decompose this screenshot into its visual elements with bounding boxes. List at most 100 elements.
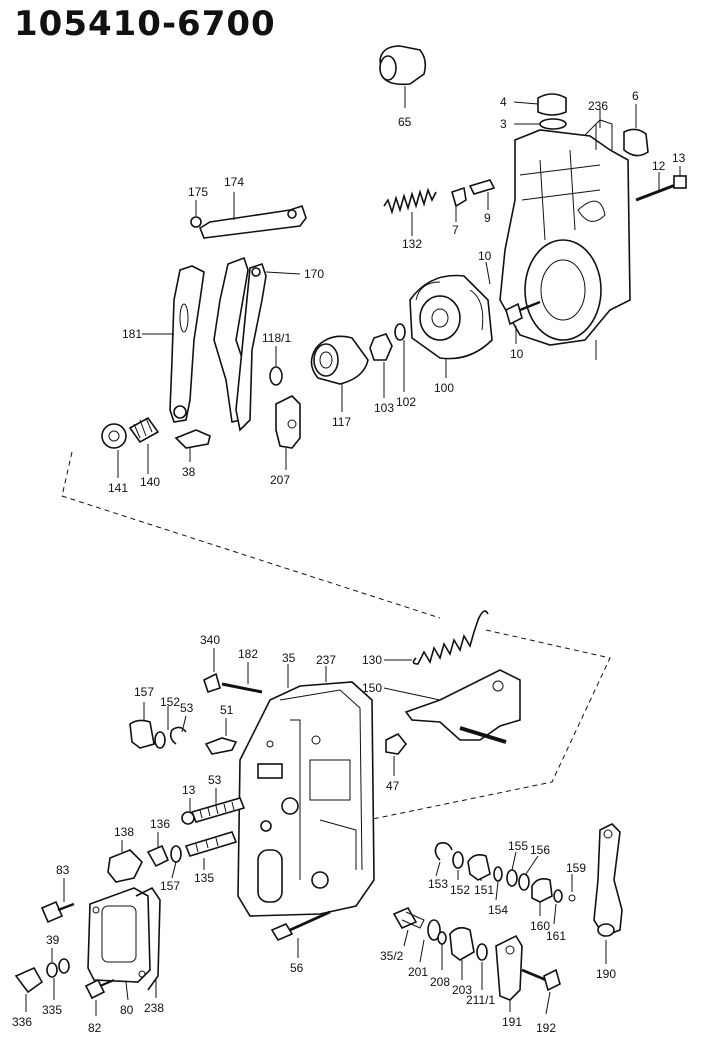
callout-53-lower: 53 [208,773,222,787]
callout-117: 117 [332,415,351,429]
callout-13-upper: 13 [672,151,686,165]
part-155-washer [506,851,518,887]
part-191-bracket [495,934,523,1012]
callout-156: 156 [530,843,550,857]
callout-132: 132 [402,237,422,251]
callout-170: 170 [304,267,324,281]
part-153-clip [434,842,453,877]
callout-238: 238 [144,1001,164,1015]
callout-155: 155 [508,839,528,853]
part-6-plug [623,104,649,157]
callout-151: 151 [474,883,494,897]
part-160-sleeve [531,878,553,916]
part-117-sleeve [310,335,369,412]
callout-157-lower: 157 [160,879,180,893]
part-39-washer [46,948,58,978]
part-65-sleeve [379,45,427,108]
part-47-bolt [385,732,408,776]
part-208-bush [437,931,447,970]
callout-10-upper: 10 [478,249,492,263]
callout-160: 160 [530,919,550,933]
part-13-nut-lower [181,798,195,825]
part-80-cover-plate [87,887,151,1001]
callout-47: 47 [386,779,400,793]
callout-56: 56 [290,961,304,975]
callout-190: 190 [596,967,616,981]
callout-102: 102 [396,395,416,409]
callout-65: 65 [398,115,412,129]
part-174-lever [199,192,307,239]
callout-35: 35 [282,651,296,665]
part-35-2-screw [392,906,425,947]
callout-174: 174 [224,175,244,189]
part-102-washer [394,323,406,392]
alignment-guide-line [61,451,611,821]
callout-191: 191 [502,1015,522,1029]
callout-51: 51 [220,703,234,717]
part-211-1-washer [476,943,488,990]
callout-118-1: 118/1 [262,331,291,345]
governor-housing [499,119,631,360]
part-83-bolt [40,878,75,924]
part-152-washer-upper [154,706,169,749]
callout-153: 153 [428,877,448,891]
part-156-washer [518,855,539,891]
part-151-sleeve [467,854,491,881]
part-190-lever [593,823,623,964]
callout-103: 103 [374,401,394,415]
callout-340: 340 [200,633,220,647]
callout-3: 3 [500,117,507,131]
callout-336: 336 [12,1015,32,1029]
part-203-sleeve [449,926,475,980]
part-135-screw [184,831,238,870]
governor-cover-housing [237,681,375,917]
part-12-bolt [635,172,679,202]
part-335-washer [53,958,70,1000]
callout-80: 80 [120,1003,134,1017]
part-56-screw [270,910,331,958]
callout-83: 83 [56,863,70,877]
part-10-bolt [505,300,541,344]
callout-38: 38 [182,465,196,479]
part-38-bolt [174,429,211,462]
callout-203: 203 [452,983,472,997]
callout-161: 161 [546,929,566,943]
callout-150: 150 [362,681,382,695]
part-152-washer-lower [452,851,464,880]
callout-181: 181 [122,327,142,341]
callout-4: 4 [500,95,507,109]
callout-208: 208 [430,975,450,989]
callout-136: 136 [150,817,170,831]
part-192-bolt [521,968,561,1015]
part-336-nut [14,966,44,1012]
callout-236: 236 [588,99,608,113]
callout-12: 12 [652,159,666,173]
part-182-pin [221,662,263,694]
part-181-lever [142,265,205,423]
callout-237: 237 [316,653,336,667]
callout-201: 201 [408,965,428,979]
part-53-adjust-screw [190,788,246,823]
callout-138: 138 [114,825,134,839]
callout-100: 100 [434,381,454,395]
part-13-nut [673,166,687,189]
part-207-bracket [275,395,301,470]
callout-13-lower: 13 [182,783,196,797]
part-157-plug-lower [170,845,182,879]
part-51-screw [204,718,238,755]
callout-175: 175 [188,185,208,199]
callout-135: 135 [194,871,214,885]
part-100-flyweight [409,274,493,378]
callout-192: 192 [536,1021,556,1035]
callout-7: 7 [452,223,459,237]
part-130-spring [384,610,489,665]
callout-157-upper: 157 [134,685,154,699]
part-150-shaft-lever [383,669,521,744]
part-154-washer [493,866,503,901]
callout-35-2: 35/2 [380,949,404,963]
part-53-clip-upper [169,715,187,745]
callout-159: 159 [566,861,586,875]
callout-39: 39 [46,933,60,947]
part-3-washer [514,118,567,130]
drawing-number-title: 105410-6700 [14,4,276,44]
